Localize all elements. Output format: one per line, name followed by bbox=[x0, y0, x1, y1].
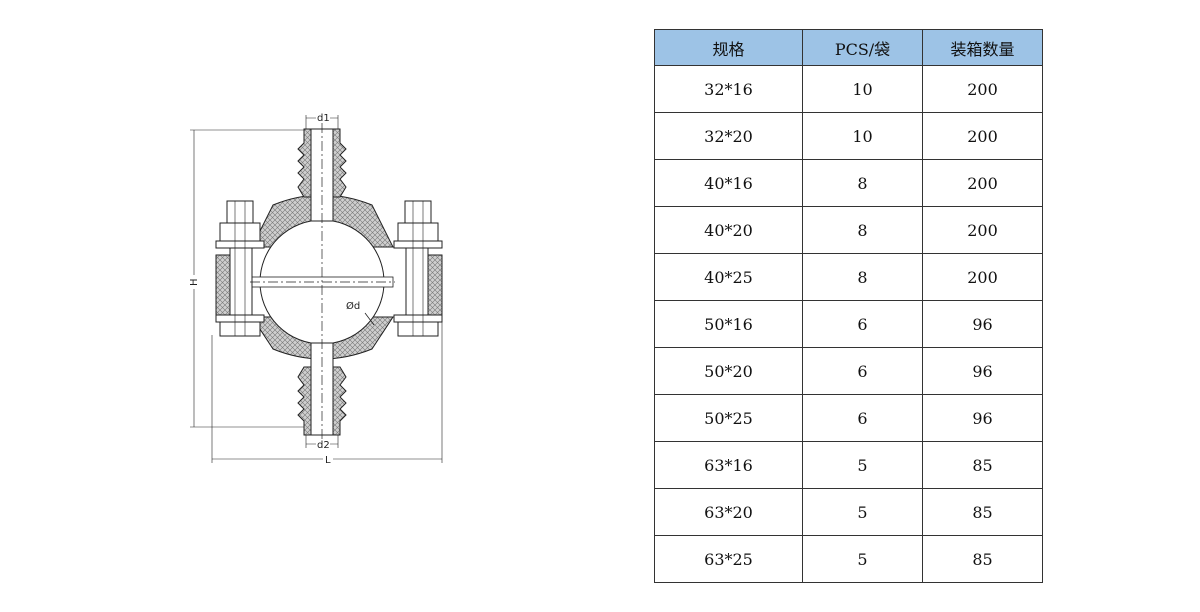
header-spec: 规格 bbox=[654, 29, 803, 66]
cell-spec: 32*16 bbox=[654, 65, 803, 113]
cell-carton-qty: 85 bbox=[922, 535, 1043, 583]
cell-spec: 63*20 bbox=[654, 488, 803, 536]
h-dimension: H bbox=[188, 129, 304, 428]
cell-carton-qty: 200 bbox=[922, 112, 1043, 160]
cell-spec: 40*20 bbox=[654, 206, 803, 254]
cell-spec: 63*16 bbox=[654, 441, 803, 489]
d2-dimension: d2 bbox=[305, 435, 339, 451]
cell-carton-qty: 96 bbox=[922, 347, 1043, 395]
cell-spec: 63*25 bbox=[654, 535, 803, 583]
diameter-label: Ød bbox=[346, 300, 360, 312]
diameter-annotation: Ød bbox=[346, 300, 375, 326]
cell-pcs-per-bag: 8 bbox=[802, 253, 923, 301]
d1-label: d1 bbox=[317, 113, 330, 124]
cell-carton-qty: 85 bbox=[922, 488, 1043, 536]
cell-spec: 32*20 bbox=[654, 112, 803, 160]
cell-spec: 40*16 bbox=[654, 159, 803, 207]
center-lines bbox=[250, 123, 395, 445]
left-bolt bbox=[215, 200, 265, 337]
cell-spec: 50*16 bbox=[654, 300, 803, 348]
header-pcs-per-bag: PCS/袋 bbox=[802, 29, 923, 66]
cell-pcs-per-bag: 8 bbox=[802, 159, 923, 207]
cell-pcs-per-bag: 5 bbox=[802, 488, 923, 536]
table-header-row: 规格 PCS/袋 装箱数量 bbox=[654, 29, 1043, 66]
cell-carton-qty: 85 bbox=[922, 441, 1043, 489]
cell-carton-qty: 200 bbox=[922, 253, 1043, 301]
cell-spec: 50*20 bbox=[654, 347, 803, 395]
cell-spec: 40*25 bbox=[654, 253, 803, 301]
cell-pcs-per-bag: 6 bbox=[802, 394, 923, 442]
cell-pcs-per-bag: 6 bbox=[802, 347, 923, 395]
h-label: H bbox=[189, 278, 200, 286]
cell-carton-qty: 96 bbox=[922, 394, 1043, 442]
l-dimension: L bbox=[211, 315, 443, 466]
cell-carton-qty: 200 bbox=[922, 65, 1043, 113]
cell-carton-qty: 96 bbox=[922, 300, 1043, 348]
cell-pcs-per-bag: 6 bbox=[802, 300, 923, 348]
right-bolt bbox=[393, 200, 443, 337]
d1-dimension: d1 bbox=[305, 112, 339, 129]
cell-carton-qty: 200 bbox=[922, 206, 1043, 254]
cell-pcs-per-bag: 8 bbox=[802, 206, 923, 254]
l-label: L bbox=[325, 455, 331, 466]
cell-spec: 50*25 bbox=[654, 394, 803, 442]
cell-pcs-per-bag: 10 bbox=[802, 112, 923, 160]
cell-pcs-per-bag: 5 bbox=[802, 535, 923, 583]
clamp-saddle-drawing: Ød d1 d2 H L bbox=[188, 112, 443, 466]
header-carton-qty: 装箱数量 bbox=[922, 29, 1043, 66]
cell-pcs-per-bag: 10 bbox=[802, 65, 923, 113]
cell-carton-qty: 200 bbox=[922, 159, 1043, 207]
d2-label: d2 bbox=[317, 440, 330, 451]
cell-pcs-per-bag: 5 bbox=[802, 441, 923, 489]
